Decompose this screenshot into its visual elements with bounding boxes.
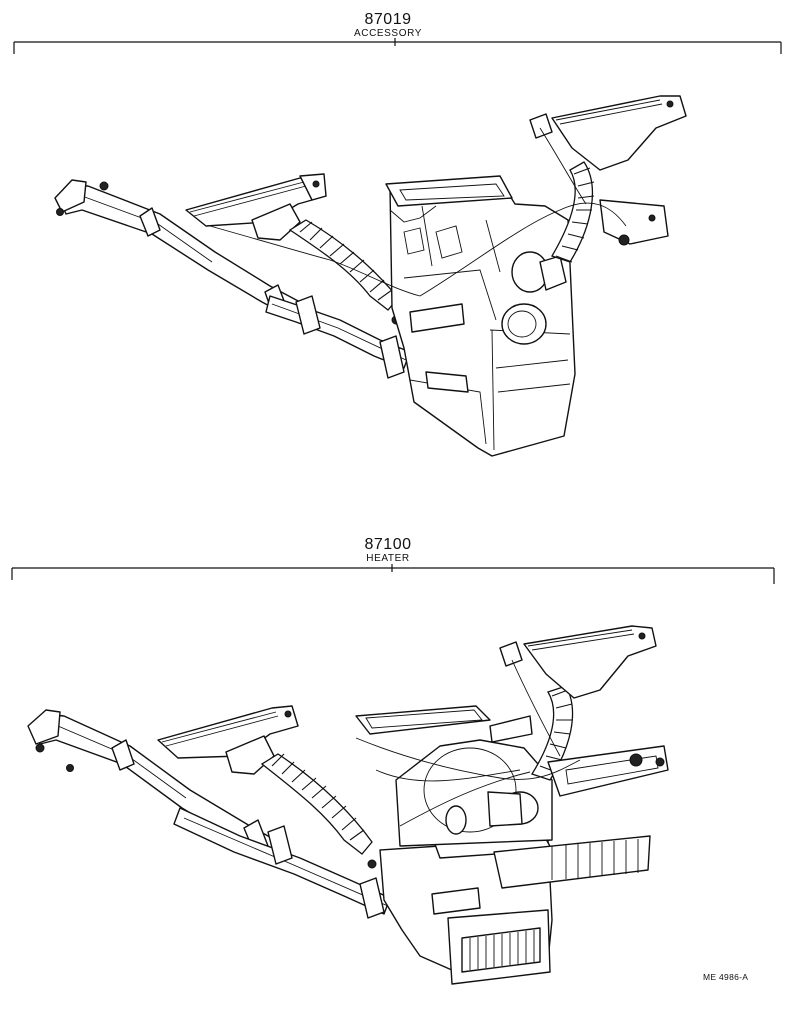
accessory-assembly-illustration	[54, 95, 687, 457]
left-vent-outlet	[185, 173, 327, 241]
control-cables	[209, 127, 627, 297]
heater-unit-box	[385, 175, 576, 457]
heater-group-header: 87100 HEATER	[0, 536, 788, 565]
heater-unit-box	[355, 705, 651, 985]
lower-heater-tubes	[173, 807, 401, 919]
left-defroster-duct	[27, 709, 287, 863]
accessory-part-name: ACCESSORY	[353, 28, 422, 39]
heater-bracket-line	[11, 564, 775, 584]
control-bracket	[599, 199, 669, 246]
right-corrugated-hose	[551, 161, 595, 263]
left-corrugated-hose	[260, 753, 373, 855]
heater-control-panel	[547, 745, 669, 797]
control-cables	[355, 659, 581, 827]
accessory-part-number: 87019	[364, 11, 412, 28]
left-defroster-duct	[54, 179, 301, 319]
drawing-code: ME 4986-A	[703, 972, 749, 982]
heater-assembly-illustration	[27, 625, 669, 985]
accessory-bracket-line	[13, 38, 782, 54]
accessory-group-header: 87019 ACCESSORY	[0, 11, 788, 40]
right-vent-outlet	[529, 95, 687, 171]
right-vent-outlet	[499, 625, 657, 699]
lower-heater-tubes	[265, 295, 411, 379]
heater-part-name: HEATER	[366, 553, 410, 564]
heater-part-number: 87100	[364, 536, 412, 553]
